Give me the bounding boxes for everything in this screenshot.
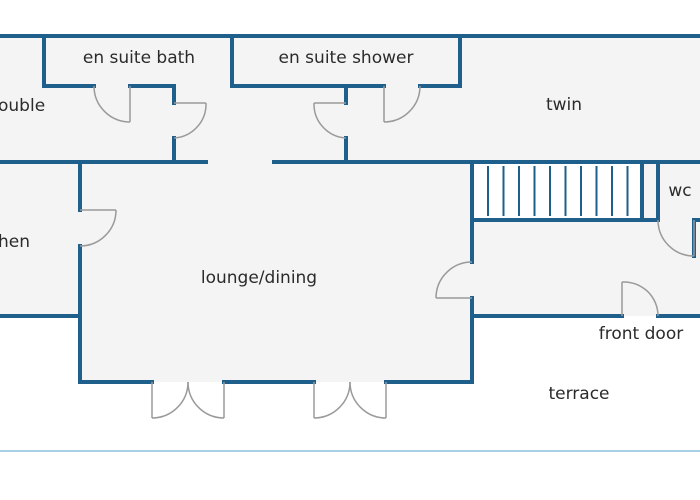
label-terrace: terrace — [548, 384, 609, 404]
label-en-suite-shower: en suite shower — [279, 48, 414, 68]
label-double: ouble — [0, 96, 45, 116]
label-en-suite-bath: en suite bath — [83, 48, 195, 68]
room-labels: ouble en suite bath en suite shower twin… — [0, 48, 692, 404]
floor-top-block — [0, 36, 700, 162]
staircase — [470, 160, 644, 222]
door-lounge-hall — [435, 261, 473, 299]
stair-treads — [487, 166, 629, 216]
floor-lounge — [80, 162, 472, 382]
label-lounge-dining: lounge/dining — [201, 268, 317, 288]
door-twin — [313, 102, 347, 139]
floor-kitchen — [0, 162, 80, 316]
label-kitchen: hen — [0, 232, 30, 252]
door-wc — [657, 219, 695, 257]
door-front — [621, 281, 659, 317]
label-twin: twin — [546, 95, 582, 115]
french-door-right — [313, 381, 387, 419]
label-wc: wc — [668, 181, 691, 201]
french-door-left — [151, 381, 225, 419]
door-en-suite-bath — [93, 85, 131, 123]
door-kitchen — [79, 209, 117, 247]
doors — [79, 85, 695, 419]
door-en-suite-shower — [383, 85, 421, 123]
label-front-door: front door — [599, 324, 683, 344]
door-double-bedroom — [173, 102, 207, 139]
